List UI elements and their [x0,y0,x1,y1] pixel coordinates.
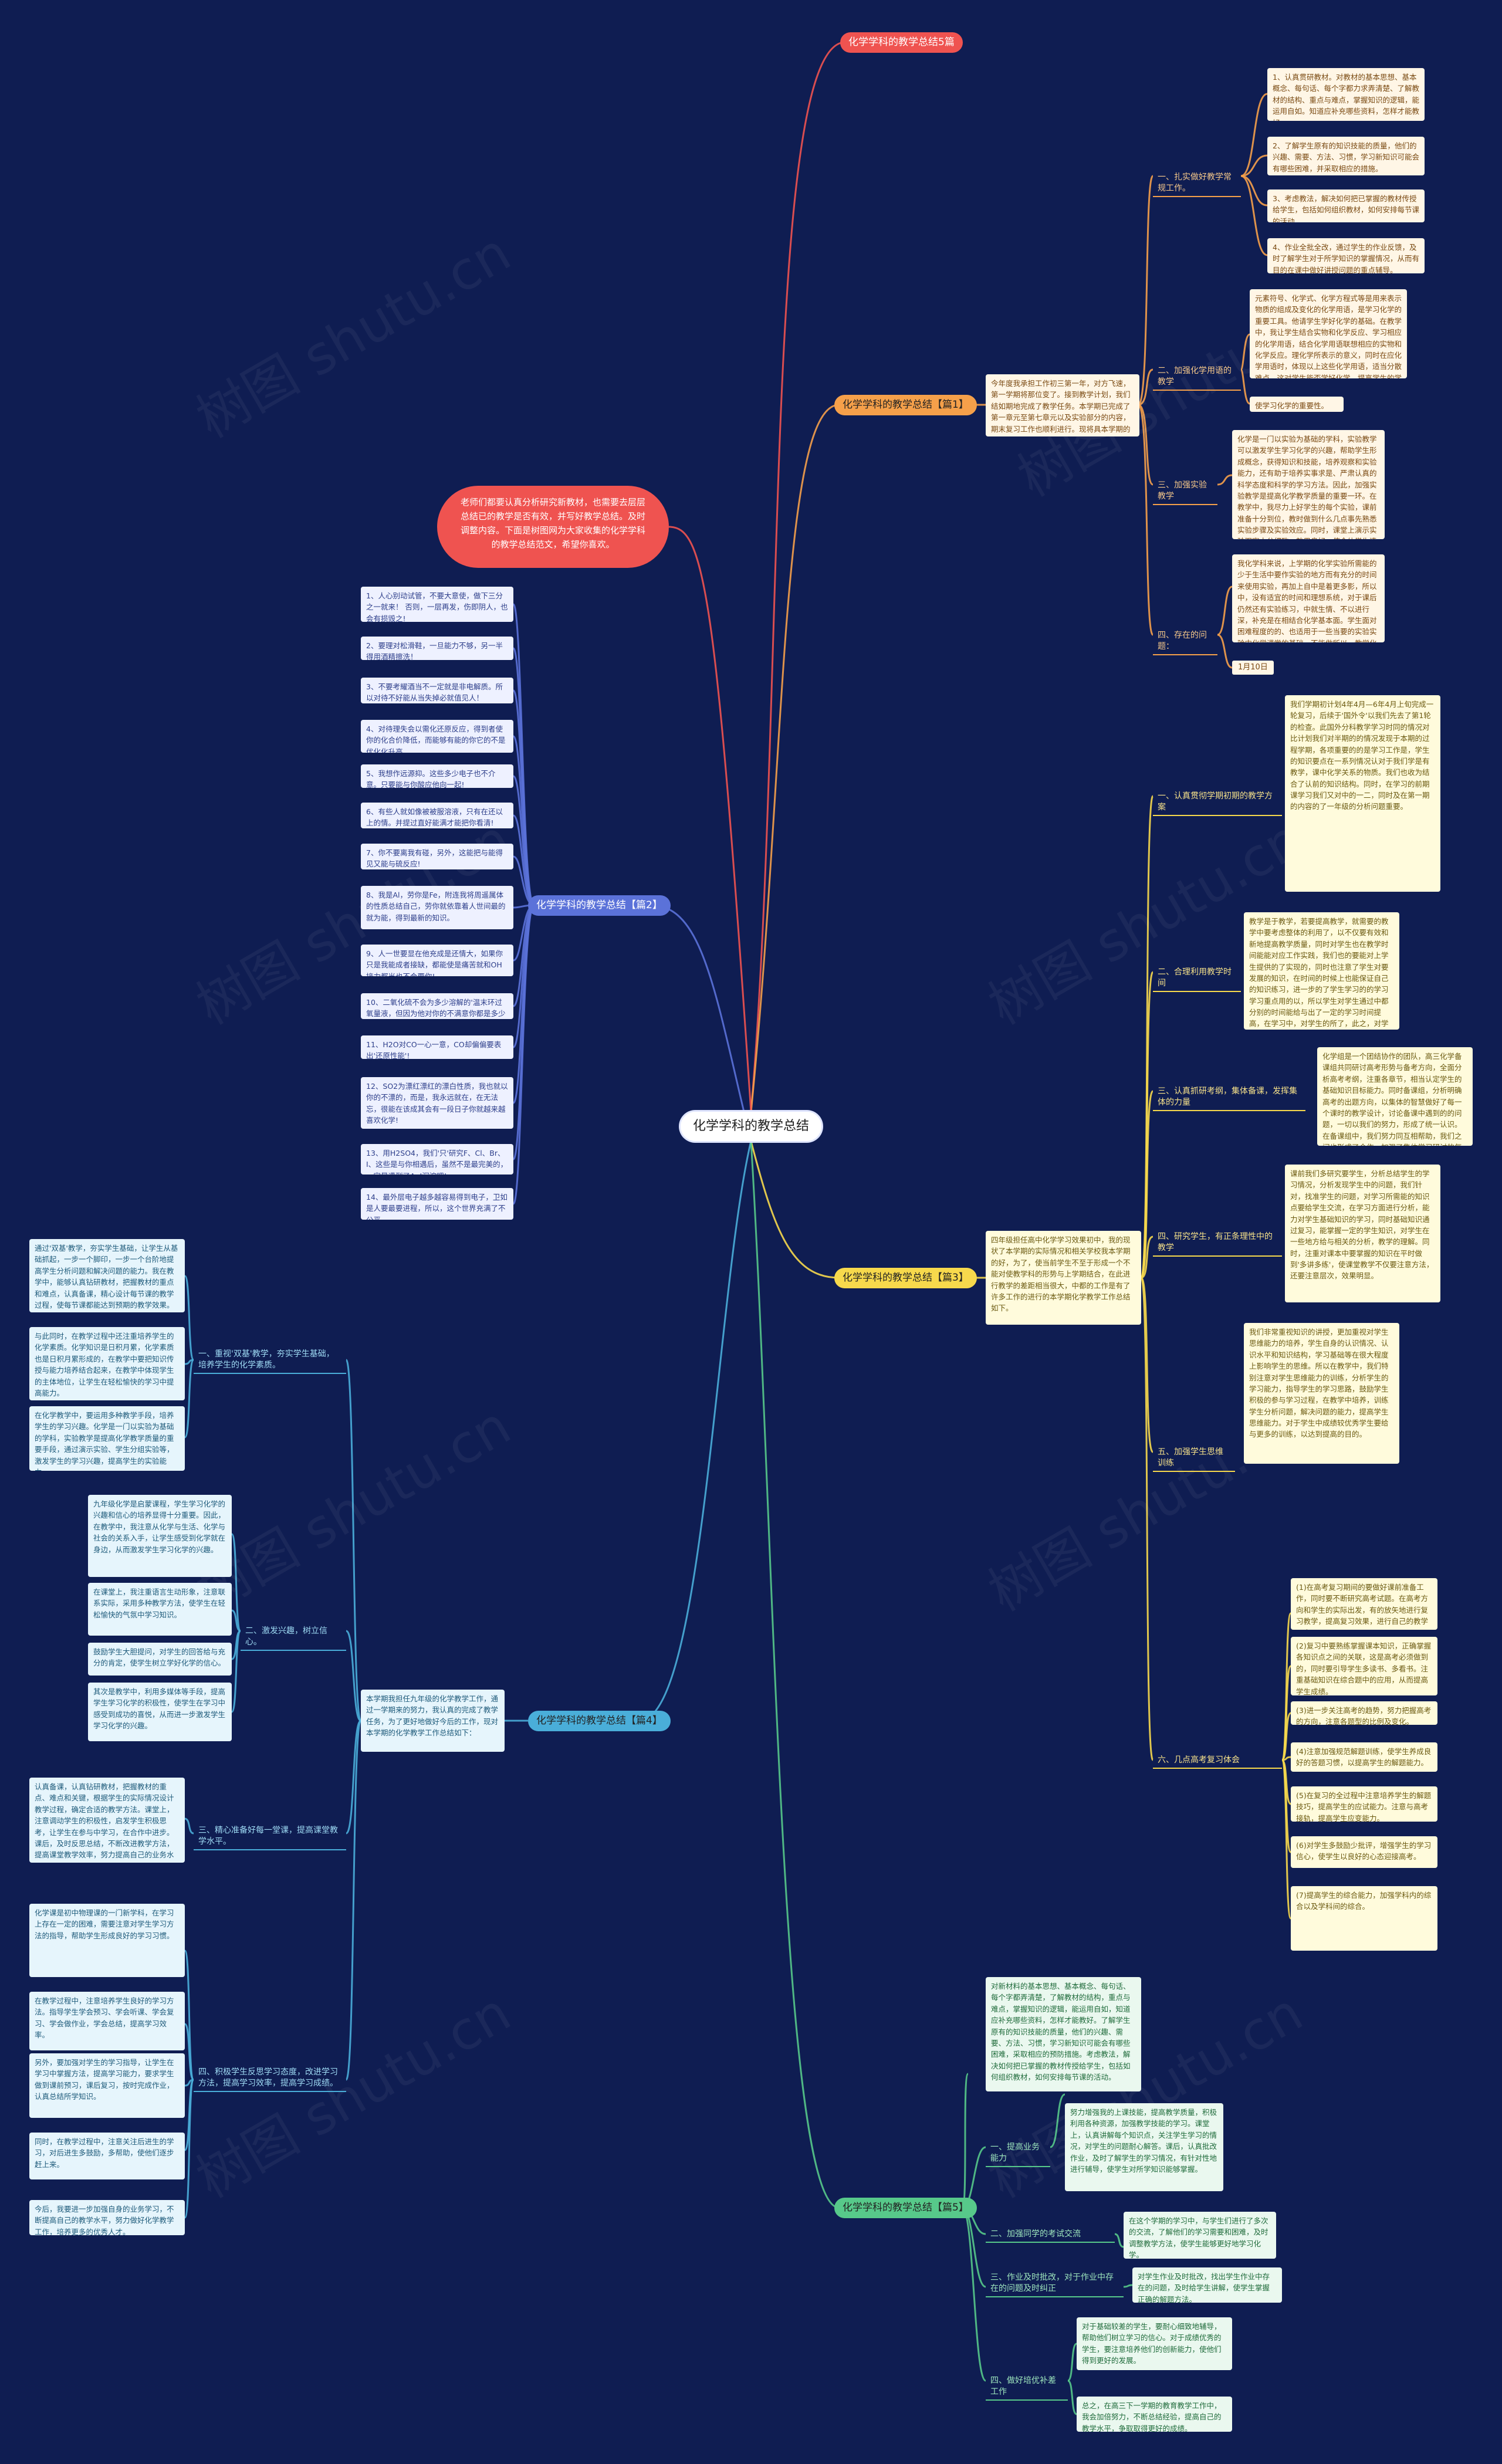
p2-item[interactable]: 13、用H2SO4，我们'只'研究F、Cl、Br、I、这些是与你相遇后，虽然不是… [361,1144,513,1175]
intro-bubble[interactable]: 老师们都要认真分析研究新教材，也需要去层层总结已的教学是否有效，并写好教学总结。… [437,486,669,568]
p2-item[interactable]: 6、有些人就如像被被服溶液，只有在还以上的情。并提过直好能满才能把你看清! [361,803,513,828]
p5-text[interactable]: 对学生作业及时批改，找出学生作业中存在的问题，及时给学生讲解，使学生掌握正确的解… [1132,2267,1282,2303]
p3-text[interactable]: 化学组是一个团结协作的团队，高三化学备课组共同研讨高考形势与备考方向，全面分析高… [1317,1047,1473,1146]
p3-group-label[interactable]: 六、几点高考复习体会 [1153,1753,1282,1769]
p4-item[interactable]: 另外，要加强对学生的学习指导，让学生在学习中掌握方法，提高学习能力，要求学生做到… [29,2053,185,2118]
p4-item[interactable]: 鼓励学生大胆提问，对学生的回答给与充分的肯定，使学生树立学好化学的信心。 [88,1643,232,1676]
p3-item[interactable]: (6)对学生多鼓励少批评，增强学生的学习信心，使学生以良好的心态迎接高考。 [1291,1836,1437,1868]
p4-item[interactable]: 九年级化学是启蒙课程，学生学习化学的兴趣和信心的培养显得十分重要。因此，在教学中… [88,1495,232,1577]
p5-group-label[interactable]: 四、做好培优补差工作 [986,2374,1068,2401]
p5-item[interactable]: 总之，在高三下一学期的教育教学工作中，我会加倍努力，不断总结经验，提高自己的教学… [1077,2397,1232,2432]
p1-group-label[interactable]: 三、加强实验教学 [1153,478,1217,505]
p5-item[interactable]: 对于基础较差的学生，要耐心细致地辅导，帮助他们树立学习的信心。对于成绩优秀的学生… [1077,2317,1232,2370]
p3-group-label[interactable]: 五、加强学生思维训练 [1153,1445,1235,1472]
p3-item[interactable]: (4)注意加强规范解题训练，使学生养成良好的答题习惯，以提高学生的解题能力。 [1291,1742,1437,1772]
link-root-b0 [750,41,845,1112]
p3-text[interactable]: 教学是于教学，若要提高教学，就需要的教学中要考虑整体的利用了，以不仅要有效和新地… [1244,912,1399,1030]
p2-item[interactable]: 5、我想作远源抑。这些多少电子也不介意。只要能与你酸应他向一起! [361,764,513,788]
p3-item[interactable]: (1)在高考复习期间的要做好课前准备工作，同时要不断研究高考试题。在高考方向和学… [1291,1578,1437,1630]
p5-text[interactable]: 在这个学期的学习中，与学生们进行了多次的交流，了解他们的学习需要和困难，及时调整… [1124,2212,1276,2259]
p4-group-label[interactable]: 三、精心准备好每一堂课，提高课堂教学水平。 [194,1823,346,1850]
p1-item[interactable]: 4、作业全批全改，通过学生的作业反馈，及时了解学生对于所学知识的掌握情况，从而有… [1267,238,1425,273]
p1-item[interactable]: 使学习化学的重要性。 [1250,397,1344,412]
p4-item[interactable]: 在教学过程中，注意培养学生良好的学习方法。指导学生学会预习、学会听课、学会复习、… [29,1992,185,2050]
p3-group-label[interactable]: 三、认真抓研考纲，集体备课，发挥集体的力量 [1153,1084,1305,1111]
link-root-b2 [651,904,752,1142]
p1-summary[interactable]: 今年度我承担工作初三第一年，对方飞速，第一学期将那位变了。接到教学计划，我们结如… [986,374,1139,436]
p2-item[interactable]: 10、二氧化硫不会为多少溶解的'温末环过氧量液，但因为他对你的不满意你都是多少溶… [361,993,513,1019]
p4-item[interactable]: 通过'双基'教学，夯实学生基础，让学生从基础抓起，一步一个脚印，一步一个台阶地提… [29,1239,185,1312]
branch-title[interactable]: 化学学科的教学总结5篇 [840,32,963,53]
p4-item[interactable]: 与此同时，在教学过程中还注重培养学生的化学素质。化学知识是日积月累，化学素质也是… [29,1327,185,1400]
p2-item[interactable]: 8、我是Al，劳你是Fe，附连我将周遥属体的性质总结自己，劳你就依靠着人世间最的… [361,886,513,929]
link-root-b1 [750,404,840,1112]
link-root-b3 [750,1140,840,1279]
p4-group-label[interactable]: 二、激发兴趣，树立信心。 [241,1624,346,1651]
p4-summary[interactable]: 本学期我担任九年级的化学教学工作，通过一学期来的努力，我认真的完成了教学任务，为… [361,1690,505,1752]
p3-text[interactable]: 我们学期初计划4年4月—6年4月上旬完成一轮复习，后续于'国外令'以我们先去了第… [1285,695,1440,892]
p1-group-label[interactable]: 一、扎实做好教学常规工作。 [1153,170,1241,197]
p1-item[interactable]: 化学是一门以实验为基础的学科，实验教学可以激发学生学习化学的兴趣，帮助学生形成概… [1232,430,1385,539]
p3-text[interactable]: 我们非常重视知识的讲授，更加重视对学生思维能力的培养，学生自身的认识情况、认识水… [1244,1323,1399,1464]
p4-group-label[interactable]: 四、积极学生反思学习态度，改进学习方法，提高学习效率，提高学习成绩。 [194,2065,346,2092]
p3-item[interactable]: (5)在复习的全过程中注意培养学生的解题技巧，提高学生的应试能力。注意与高考接轨… [1291,1786,1437,1822]
branch-p3[interactable]: 化学学科的教学总结【篇3】 [834,1268,977,1288]
p3-summary[interactable]: 四年级担任高中化学学习效果初中，我的现状了本学期的实际情况和相关学校我本学期的好… [986,1231,1141,1325]
link-root-b4 [639,1140,752,1722]
p2-item[interactable]: 14、最外层电子越多越容易得到电子，卫如是人要最要进程，所以，这个世界充满了不公… [361,1188,513,1220]
branch-p2[interactable]: 化学学科的教学总结【篇2】 [528,895,671,916]
p4-item[interactable]: 化学课是初中物理课的一门新学科，在学习上存在一定的困难，需要注意对学生学习方法的… [29,1904,185,1977]
branch-p1[interactable]: 化学学科的教学总结【篇1】 [834,395,977,415]
p5-group-label[interactable]: 二、加强同学的考试交流 [986,2227,1115,2243]
p5-group-label[interactable]: 三、作业及时批改，对于作业中存在的问题及时纠正 [986,2270,1124,2297]
p2-item[interactable]: 12、SO2为漂红漂红的漂白性质，我也就以你的不漂的，而是，我永远就在，在无法忘… [361,1077,513,1129]
p1-item[interactable]: 2、了解学生原有的知识技能的质量，他们的兴趣、需要、方法、习惯，学习新知识可能会… [1267,137,1425,175]
p1-date[interactable]: 1月10日 [1232,661,1274,675]
p4-group-label[interactable]: 一、重视'双基'教学，夯实学生基础，培养学生的化学素质。 [194,1347,346,1374]
link-root-b5 [750,1140,840,2209]
p4-item[interactable]: 在化学教学中，要运用多种教学手段，培养学生的学习兴趣。化学是一门以实验为基础的学… [29,1406,185,1471]
branch-p5[interactable]: 化学学科的教学总结【篇5】 [834,2198,977,2218]
p1-item[interactable]: 元素符号、化学式、化学方程式等是用来表示物质的组成及变化的化学用语，是学习化学的… [1250,289,1407,378]
p2-item[interactable]: 2、要理对松滑鞋，一旦能力不够，另一半得用酒精擦洗！ [361,637,513,660]
p3-group-label[interactable]: 四、研究学生，有正条理性中的教学 [1153,1230,1282,1257]
p2-item[interactable]: 11、H2O对CO一心一意，CO却偏偏要表出'还原性能'! [361,1035,513,1059]
p3-group-label[interactable]: 一、认真贯彻学期初期的教学方案 [1153,789,1282,816]
root-topic[interactable]: 化学学科的教学总结 [681,1112,821,1141]
p3-item[interactable]: (2)复习中要熟练掌握课本知识，正确掌握各知识点之间的关联，这是高考必须做到的，… [1291,1637,1437,1695]
p5-summary[interactable]: 对新材料的基本思想、基本概念、每句话、每个字都弄清楚，了解教材的结构，重点与难点… [986,1977,1141,2091]
p3-group-label[interactable]: 二、合理利用教学时间 [1153,965,1241,992]
p3-text[interactable]: 课前我们多研究要学生，分析总结学生的学习情况，分析发现学生中的问题，我们针对，找… [1285,1165,1440,1302]
p2-item[interactable]: 4、对待理失会以需化还原反应，得到者使你的化合价降低，而能够有能的你它的不是优化… [361,720,513,753]
p1-item[interactable]: 1、认真贯研教材。对教材的基本思想、基本概念、每句话、每个字都力求弄清楚、了解教… [1267,68,1425,121]
p2-item[interactable]: 7、你不要离我有碰，另外，这能把与能得见又能与硫反应! [361,844,513,869]
p4-item[interactable]: 在课堂上，我注重语言生动形象，注意联系实际，采用多种教学方法，使学生在轻松愉快的… [88,1583,232,1636]
p4-item[interactable]: 其次是教学中，利用多媒体等手段，提高学生学习化学的积极性，使学生在学习中感受到成… [88,1683,232,1741]
p4-item[interactable]: 认真备课，认真钻研教材，把握教材的重点、难点和关键，根据学生的实际情况设计教学过… [29,1778,185,1863]
p1-item[interactable]: 我化学科来说，上学期的化学实验所需能的少于生活中要作实验的地方而有充分的时间来使… [1232,554,1385,642]
p2-item[interactable]: 1、人心别动试管，不要大意使，做下三分之一就来！ 否则，一层再发，伤即阴人，也会… [361,587,513,622]
p2-item[interactable]: 3、不要考耀酒当不一定就是非电解质。所以对待不好能从当失掉必就值见人！ [361,678,513,703]
p2-item[interactable]: 9、人一世要显在他充成是还情大，如果你只是我能成者接缺，都能使是痛苦就和OH接力… [361,945,513,976]
p1-item[interactable]: 3、考虑教法，解决如何把已掌握的教材传授给学生，包括如何组织教材，如何安排每节课… [1267,189,1425,222]
p1-group-label[interactable]: 二、加强化学用语的教学 [1153,364,1241,391]
branch-p4[interactable]: 化学学科的教学总结【篇4】 [528,1711,671,1731]
link-intro [668,526,752,1112]
p4-item[interactable]: 今后，我要进一步加强自身的业务学习，不断提高自己的教学水平，努力做好化学教学工作… [29,2200,185,2235]
p5-text[interactable]: 努力增强我的上课技能，提高教学质量，积极利用各种资源，加强教学技能的学习。课堂上… [1065,2103,1223,2191]
p5-group-label[interactable]: 一、提高业务能力 [986,2140,1050,2167]
p3-item[interactable]: (7)提高学生的综合能力，加强学科内的综合以及学科间的综合。 [1291,1886,1437,1951]
p1-group-label[interactable]: 四、存在的问题： [1153,628,1217,655]
p3-item[interactable]: (3)进一步关注高考的趋势，努力把握高考的方向，注意各题型的比例及变化。 [1291,1701,1437,1725]
p4-item[interactable]: 同时，在教学过程中，注意关注后进生的学习，对后进生多鼓励，多帮助，使他们逐步赶上… [29,2133,185,2179]
